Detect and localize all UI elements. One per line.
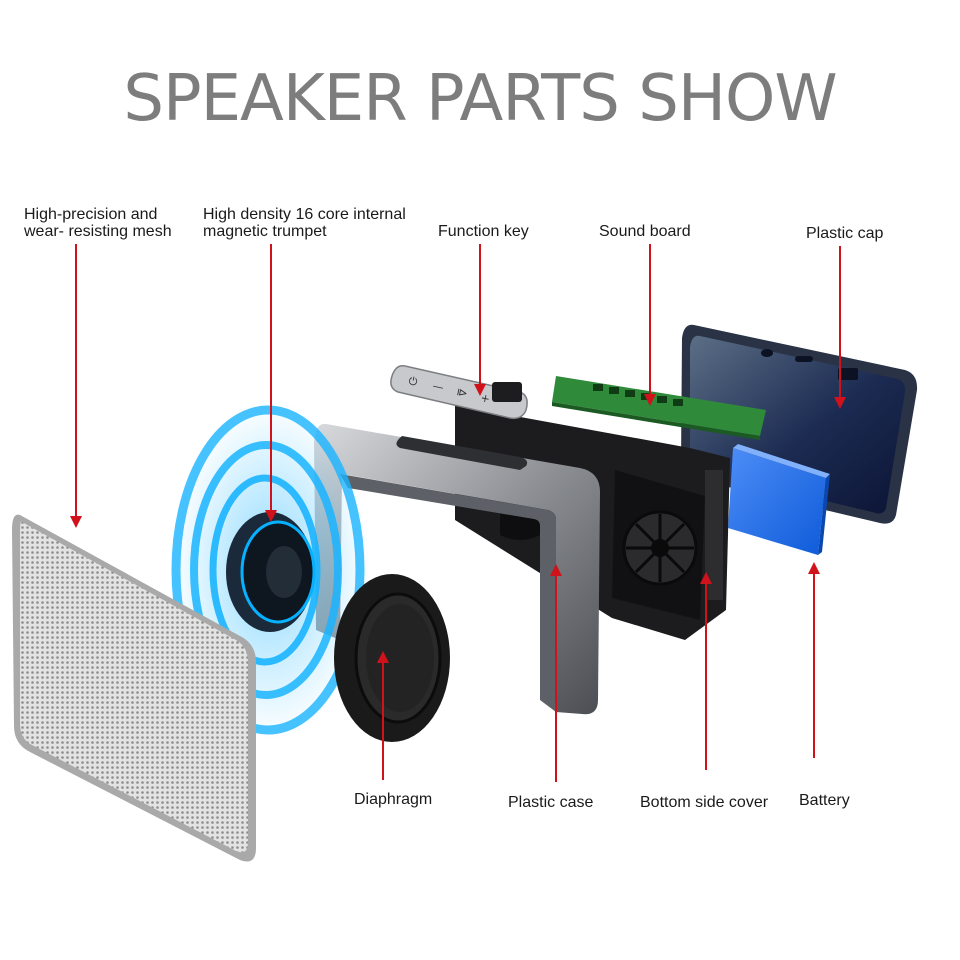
function-key-minus-icon: —	[431, 379, 444, 394]
label-bottom-side-cover: Bottom side cover	[640, 794, 769, 811]
label-trumpet-line-1: High density 16 core internal	[203, 206, 406, 223]
label-trumpet-line-2: magnetic trumpet	[203, 223, 327, 240]
label-function-key: Function key	[438, 223, 529, 240]
label-sound-board: Sound board	[599, 223, 691, 240]
function-key-part	[390, 364, 528, 420]
label-mesh-line-1: High-precision and	[24, 206, 158, 223]
battery-part	[728, 444, 830, 555]
magnetic-trumpet-part	[226, 512, 316, 632]
diaphragm-part	[334, 574, 450, 742]
label-plastic-case: Plastic case	[508, 794, 594, 811]
label-plastic-cap: Plastic cap	[806, 225, 884, 242]
plastic-case-part	[314, 423, 600, 715]
function-key-power-icon: ⏻	[407, 374, 419, 389]
label-battery: Battery	[799, 792, 850, 809]
mesh-part	[12, 514, 256, 862]
function-key-plus-icon: +	[479, 391, 491, 406]
function-key-play-icon: ⧐	[455, 385, 468, 400]
function-key-symbols: ⏻ — ⧐ +	[407, 374, 491, 406]
callout-arrows	[70, 244, 846, 782]
label-mesh-line-2: wear- resisting mesh	[24, 223, 172, 240]
label-diaphragm: Diaphragm	[354, 791, 433, 808]
sound-board-part	[552, 376, 766, 440]
label-mesh: High-precision and wear- resisting mesh	[24, 206, 172, 240]
label-trumpet: High density 16 core internal magnetic t…	[203, 206, 406, 240]
page-title: SPEAKER PARTS SHOW	[123, 62, 837, 136]
